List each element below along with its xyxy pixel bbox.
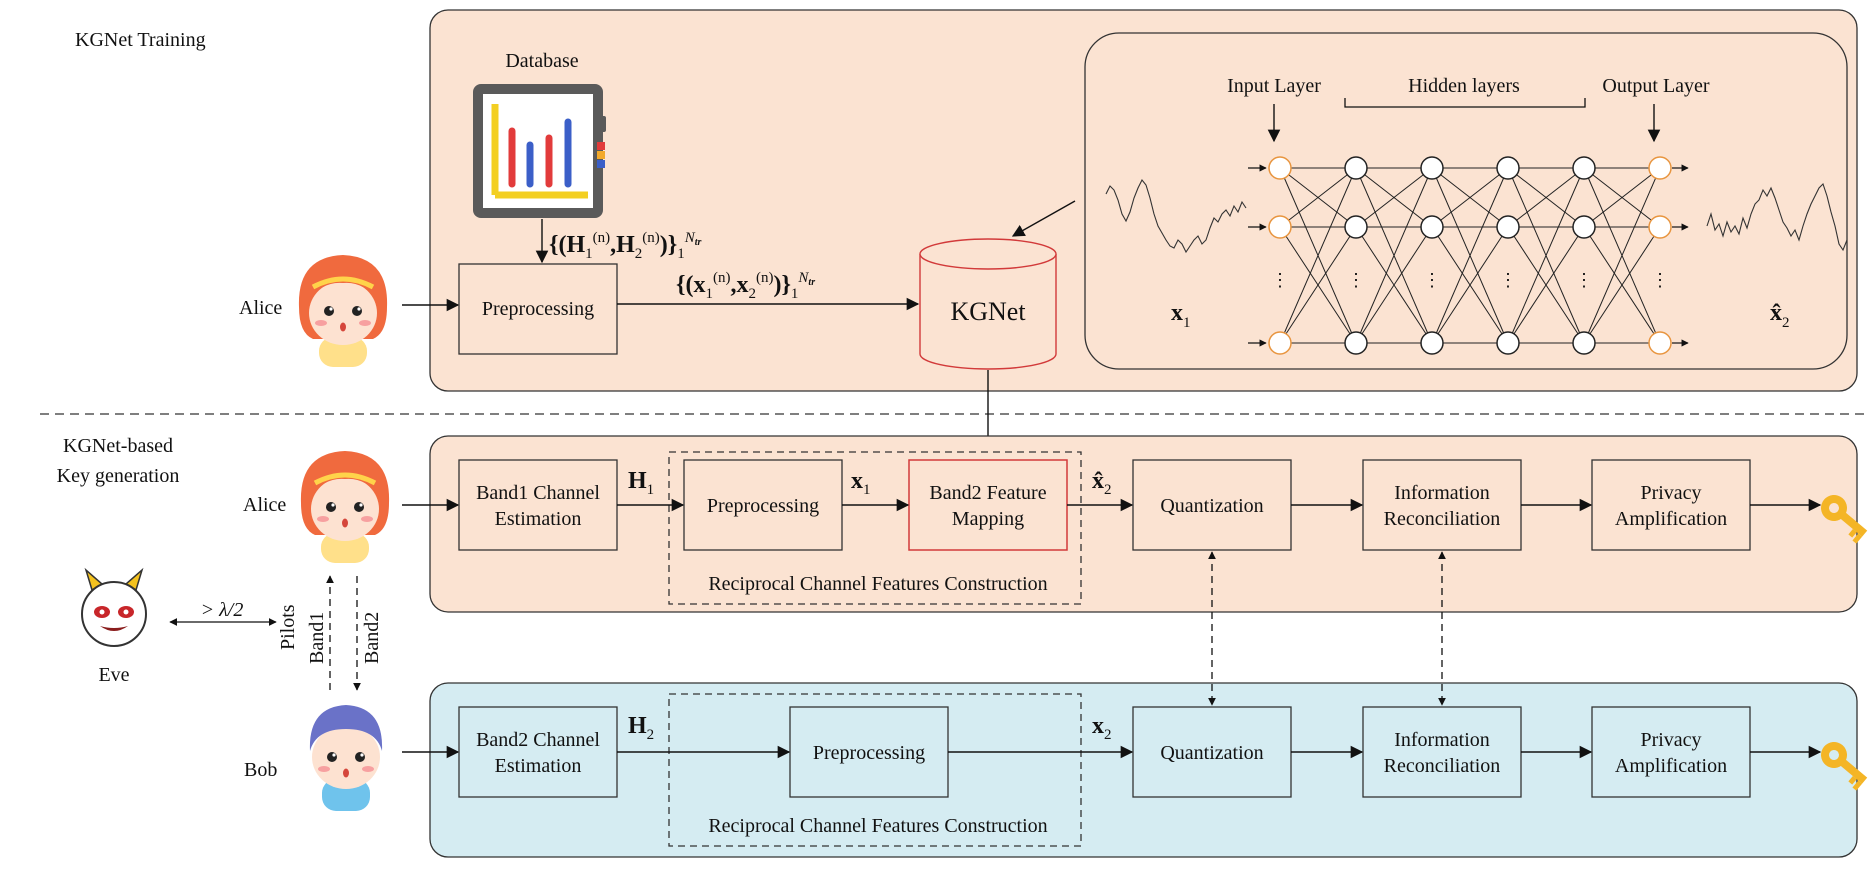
alice-amplification-line1: Privacy	[1640, 482, 1701, 504]
section-title-keygen-2: Key generation	[57, 465, 180, 487]
nn-edge	[1431, 167, 1509, 228]
alice-quantization-label: Quantization	[1160, 495, 1263, 517]
nn-hidden-node	[1420, 215, 1444, 239]
nn-hidden-node	[1572, 156, 1596, 180]
svg-text:{(H1(n),H2(n))}1Ntr: {(H1(n),H2(n))}1Ntr	[549, 230, 702, 262]
alice-estimation-line1: Band1 Channel	[476, 482, 600, 504]
nn-edge	[1583, 167, 1661, 344]
output-waveform	[1706, 182, 1848, 252]
bob-amplification-line1: Privacy	[1640, 729, 1701, 751]
alice-reconciliation-line1: Information	[1394, 482, 1490, 504]
alice-amplification-line2: Amplification	[1615, 508, 1727, 530]
band1-label: Band1	[306, 612, 328, 664]
training-data-label-h: {(H1(n),H2(n))}1Ntr	[549, 230, 702, 262]
nn-ellipsis: ⋮	[1423, 270, 1441, 290]
nn-edge	[1507, 226, 1585, 344]
nn-hidden-node	[1344, 215, 1368, 239]
nn-edge	[1279, 167, 1357, 344]
kgnet-database-icon	[919, 238, 1057, 370]
pilots-label: Pilots	[277, 604, 299, 650]
alice-mapping-line2: Mapping	[952, 508, 1024, 530]
bob-construction-label: Reciprocal Channel Features Construction	[708, 815, 1047, 837]
nn-edge	[1355, 226, 1433, 344]
nn-ellipsis: ⋮	[1271, 270, 1289, 290]
nn-hidden-node	[1496, 215, 1520, 239]
alice-avatar-training	[298, 255, 388, 367]
kgnet-label: KGNet	[950, 297, 1026, 326]
nn-output-node	[1648, 156, 1672, 180]
nn-hidden-node	[1496, 331, 1520, 355]
training-preprocessing-box	[458, 263, 618, 355]
nn-hidden-node	[1344, 331, 1368, 355]
nn-hidden-node	[1572, 331, 1596, 355]
database-icon	[473, 84, 606, 218]
nn-ellipsis: ⋮	[1499, 270, 1517, 290]
nn-output-node	[1648, 331, 1672, 355]
nn-edge	[1355, 167, 1433, 228]
alice-key-icon	[1821, 495, 1868, 544]
nn-hidden-node	[1572, 215, 1596, 239]
nn-hidden-node	[1344, 156, 1368, 180]
bob-quantization-label: Quantization	[1160, 742, 1263, 764]
nn-hidden-node	[1420, 156, 1444, 180]
alice-preprocessing-label: Preprocessing	[707, 495, 819, 517]
nn-hidden-node	[1420, 331, 1444, 355]
eve-avatar	[81, 567, 147, 647]
nn-input-node	[1268, 156, 1292, 180]
alice-mapping-line1: Band2 Feature	[929, 482, 1046, 504]
alice-label-training: Alice	[239, 297, 282, 319]
nn-edge	[1431, 167, 1509, 344]
nn-connections	[1248, 164, 1689, 347]
bob-key-icon	[1821, 742, 1868, 791]
nn-input-node	[1268, 331, 1292, 355]
section-title-training: KGNet Training	[75, 29, 206, 51]
bob-estimation-line1: Band2 Channel	[476, 729, 600, 751]
nn-edge	[1507, 167, 1585, 344]
hidden-layers-label: Hidden layers	[1408, 75, 1520, 97]
bob-preprocessing-label: Preprocessing	[813, 742, 925, 764]
nn-input-node	[1268, 215, 1292, 239]
nn-edge	[1279, 226, 1357, 344]
alice-construction-group	[668, 451, 1082, 605]
hidden-layers-bracket	[1344, 98, 1586, 108]
output-layer-label: Output Layer	[1602, 75, 1710, 97]
nn-edge	[1279, 167, 1357, 228]
nn-ellipsis: ⋮	[1575, 270, 1593, 290]
nn-hidden-node	[1496, 156, 1520, 180]
database-label: Database	[505, 50, 578, 72]
alice-avatar-keygen	[300, 451, 390, 563]
training-preprocessing-label: Preprocessing	[482, 298, 594, 320]
bob-label: Bob	[244, 759, 277, 781]
nn-edge	[1355, 167, 1433, 344]
bob-avatar	[309, 705, 383, 811]
eve-distance-label: > λ/2	[201, 599, 244, 621]
nn-ellipsis: ⋮	[1651, 270, 1669, 290]
alice-construction-label: Reciprocal Channel Features Construction	[708, 573, 1047, 595]
bob-reconciliation-line1: Information	[1394, 729, 1490, 751]
band2-label: Band2	[361, 612, 383, 664]
bob-estimation-line2: Estimation	[495, 755, 582, 777]
nn-ellipsis: ⋮	[1347, 270, 1365, 290]
bob-reconciliation-line2: Reconciliation	[1384, 755, 1501, 777]
nn-edge	[1507, 167, 1585, 228]
nn-nodes: ⋮ ⋮ ⋮ ⋮ ⋮ ⋮	[1268, 156, 1672, 355]
nn-edge	[1583, 226, 1661, 344]
alice-reconciliation-line2: Reconciliation	[1384, 508, 1501, 530]
input-layer-label: Input Layer	[1227, 75, 1321, 97]
bob-construction-group	[668, 693, 1082, 847]
alice-label-keygen: Alice	[243, 494, 286, 516]
input-waveform	[1105, 178, 1247, 254]
eve-label: Eve	[98, 664, 129, 686]
nn-edge	[1431, 226, 1509, 344]
nn-edge	[1583, 167, 1661, 228]
bob-amplification-line2: Amplification	[1615, 755, 1727, 777]
nn-output-node	[1648, 215, 1672, 239]
arrow-nn-to-kgnet	[1011, 200, 1076, 237]
section-title-keygen-1: KGNet-based	[63, 435, 173, 457]
alice-estimation-line2: Estimation	[495, 508, 582, 530]
